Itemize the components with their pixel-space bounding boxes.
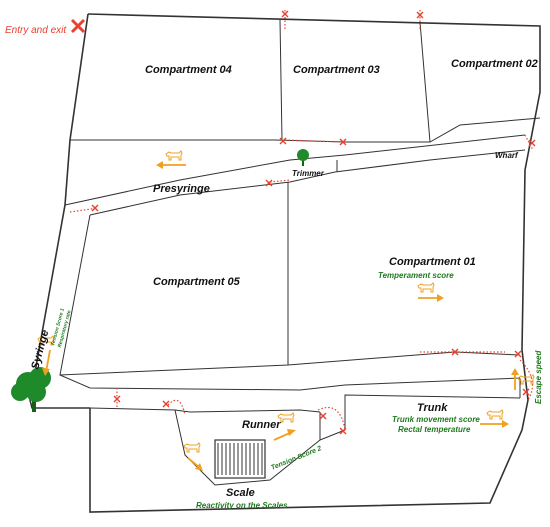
gate-trimmer: [284, 139, 346, 143]
outer-walls: [29, 13, 541, 513]
gate-marker-icon: [522, 388, 530, 396]
escape-speed-label: Escape speed: [534, 350, 543, 404]
wharf-label: Wharf: [495, 151, 519, 160]
trunk-movement-score-label: Trunk movement score: [392, 415, 480, 424]
corridor-upper: [64, 134, 526, 206]
gate-marker-icon: [91, 204, 99, 212]
gate-escape: [519, 359, 534, 401]
trimmer-label: Trimmer: [292, 169, 325, 178]
scale-label: Scale: [226, 487, 255, 499]
compartment-05-label: Compartment 05: [153, 276, 241, 288]
cattle-icon: [183, 442, 201, 453]
gate-marker-icon: [279, 137, 287, 145]
gate-marker-icon: [514, 350, 522, 358]
tension-score-2-label: Tension Score 2: [270, 445, 323, 472]
entry-exit-label: Entry and exit: [5, 25, 67, 36]
gate-marker-icon: [281, 10, 289, 18]
gate-presyringe: [269, 179, 291, 183]
outer-wall-left: [29, 13, 90, 409]
arrow-icon: [511, 368, 519, 390]
gate-runner: [167, 399, 186, 416]
gate-markers: [70, 10, 536, 435]
gate-scale: [317, 406, 346, 431]
gate-marker-icon: [162, 400, 170, 408]
gate-marker-icon: [319, 412, 327, 420]
gate-syringe: [69, 207, 99, 213]
arrow-icon: [273, 429, 296, 441]
reactivity-on-scales-label: Reactivity on the Scales: [196, 501, 288, 510]
scale-area: [174, 409, 321, 486]
entry-x-icon: [70, 18, 86, 34]
tree-icon: [297, 149, 309, 166]
gate-marker-icon: [339, 138, 347, 146]
cattle-icon: [165, 150, 183, 161]
gate-marker-icon: [113, 395, 121, 403]
gate-marker-icon: [416, 11, 424, 19]
wall-c03-c02: [419, 21, 431, 143]
gate-marker-icon: [265, 179, 273, 187]
trunk-label: Trunk: [417, 402, 448, 414]
arrow-icon: [480, 420, 509, 428]
runner-lower: [89, 407, 321, 413]
cattle-icon: [486, 409, 504, 420]
gate-wharf: [524, 134, 534, 151]
wall-c05-left-bottom: [59, 214, 521, 376]
wall-c04-c03: [279, 19, 283, 141]
wall-c02-bottom: [345, 117, 541, 143]
compartment-03-label: Compartment 03: [293, 64, 380, 76]
arrow-icon: [156, 161, 186, 169]
top-compartments: [70, 19, 541, 143]
gate-marker-icon: [339, 427, 347, 435]
arrow-icon: [418, 294, 444, 302]
cattle-icon: [417, 282, 435, 293]
scale-bars: [217, 443, 263, 475]
corridor-lower: [89, 149, 526, 216]
scale-boundary: [174, 409, 321, 486]
trunk-walls: [319, 394, 521, 441]
scale-platform: [214, 439, 266, 479]
compartment-04-label: Compartment 04: [145, 64, 232, 76]
outer-wall: [87, 13, 541, 513]
rectal-temperature-label: Rectal temperature: [398, 425, 471, 434]
temperament-score-label: Temperament score: [378, 271, 454, 280]
gate-marker-icon: [528, 139, 536, 147]
middle-compartments: [59, 182, 521, 376]
runner-area: [59, 374, 521, 441]
tree-icon: [11, 367, 51, 412]
gate-marker-icon: [451, 348, 459, 356]
presyringe-corridor: [64, 134, 526, 216]
escape-speed-group: Escape speed: [534, 350, 543, 404]
gates: [69, 10, 534, 431]
runner-label: Runner: [242, 419, 281, 431]
runner-upper: [59, 374, 521, 391]
arrow-icon: [42, 349, 51, 376]
arrow-icon: [187, 457, 203, 471]
presyringe-label: Presyringe: [153, 183, 210, 195]
compartment-02-label: Compartment 02: [451, 58, 538, 70]
tension-score-2-group: Tension Score 2: [270, 445, 323, 472]
compartment-01-label: Compartment 01: [389, 256, 476, 268]
